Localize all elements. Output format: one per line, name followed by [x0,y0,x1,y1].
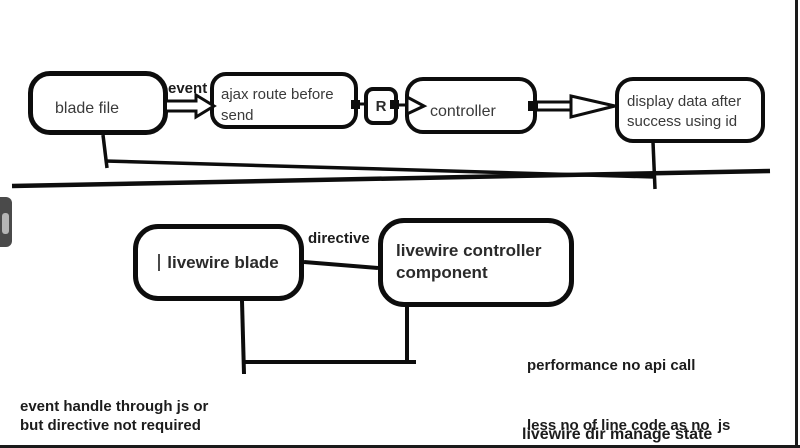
controller-label: controller [430,102,496,120]
display-data-node: display data after success using id [615,77,765,143]
line-display-drop [651,141,657,190]
controller-node: controller [405,77,537,134]
ajax-route-label-line1: ajax route before [221,86,334,103]
directive-connector-label: directive [308,230,370,247]
text-caret [158,254,161,271]
sidebar-handle[interactable] [0,197,12,247]
section-separator-line [11,168,771,189]
blade-file-label: blade file [55,100,120,117]
line-blade-drop [101,134,109,169]
livewire-blade-label: livewire blade [167,252,279,272]
arrowhead-controller-to-display-icon [569,94,616,119]
note-livewire-benefits: performance no api call less no of line … [527,316,730,448]
note-directive-not-required: but directive not required [20,417,201,434]
sidebar-handle-grip-icon [2,213,9,234]
note-benefit-line: performance no api call [527,357,696,374]
display-data-label-line2: success using id [627,113,738,130]
livewire-blade-node: livewire blade [133,224,304,301]
livewire-controller-label-line1: livewire controller [396,241,542,260]
note-livewire-dir-state: livewire dir manage state [522,426,713,443]
display-data-label-line1: display data after [627,93,742,110]
line-lw-blade-drop [240,300,246,375]
event-arrow-label: event [168,80,208,97]
note-benefit-line: less no of line code as no js [527,417,731,434]
blade-file-node: blade file [28,71,168,135]
note-event-handle-line1: event handle through js or [20,398,209,415]
ajax-route-node: ajax route before send [210,72,358,129]
route-r-node: R [364,87,398,125]
ajax-route-label-line2: send [221,107,254,124]
route-r-label: R [375,97,387,115]
livewire-controller-node: livewire controller component [378,218,574,307]
line-directive-connector [303,260,379,270]
livewire-controller-label-line2: component [396,263,488,282]
arrow-blade-to-ajax-icon [167,92,217,120]
note-event-handle: event handle through js or jquery [20,357,208,448]
line-return-horizontal [104,159,656,179]
